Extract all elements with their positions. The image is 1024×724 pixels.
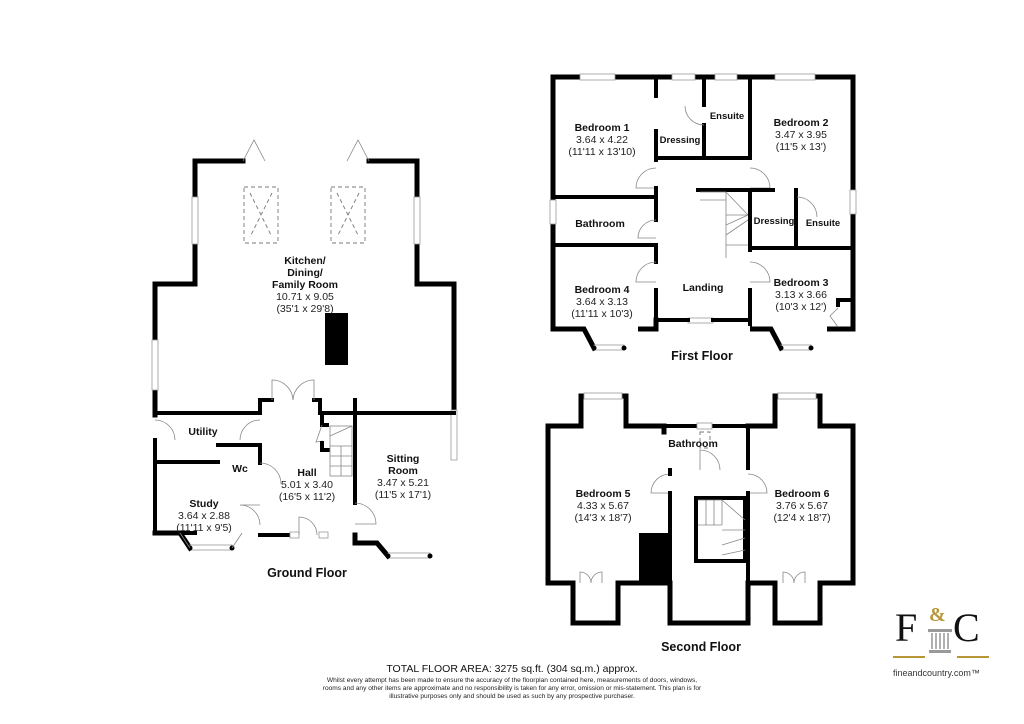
room-name: Bedroom 5 (575, 488, 631, 500)
room-label-bathroom-second: Bathroom (668, 438, 718, 450)
floor-title-first: First Floor (671, 349, 733, 363)
room-dimensions-metric: 3.76 x 5.67 (776, 500, 828, 512)
room-dimensions-metric: 10.71 x 9.05 (276, 291, 334, 303)
room-label-bedroom-3: Bedroom 3 3.13 x 3.66 (10'3 x 12') (774, 277, 829, 313)
room-label-sitting-room: Sitting Room 3.47 x 5.21 (11'5 x 17'1) (375, 453, 431, 501)
room-label-ensuite-2: Ensuite (806, 218, 840, 230)
logo-gold-rule-left (893, 656, 925, 658)
room-dimensions-imperial: (11'11 x 10'3) (571, 308, 633, 320)
room-dimensions-imperial: (10'3 x 12') (775, 301, 827, 313)
room-name: Ensuite (709, 111, 745, 122)
room-dimensions-imperial: (11'5 x 13') (775, 141, 827, 153)
room-name: Dressing (753, 216, 795, 227)
room-name: Bedroom 4 (574, 284, 630, 296)
second-floor-plan (545, 392, 856, 626)
logo-gold-rule-right (957, 656, 989, 658)
room-name: Dining/ (287, 267, 323, 279)
room-label-bathroom-first: Bathroom (575, 218, 625, 230)
room-name: Study (189, 498, 219, 510)
room-name: Bedroom 3 (773, 277, 829, 289)
room-name: Room (388, 465, 418, 477)
room-name: Bedroom 6 (774, 488, 830, 500)
room-name: Wc (232, 463, 248, 475)
room-label-ensuite-1: Ensuite (710, 111, 744, 123)
room-dimensions-imperial: (14'3 x 18'7) (574, 512, 632, 524)
room-name: Ensuite (805, 218, 841, 229)
room-name: Bedroom 1 (574, 122, 630, 134)
room-dimensions-imperial: (35'1 x 29'8) (276, 303, 334, 315)
logo-letter-f: F (895, 605, 918, 650)
room-label-utility: Utility (188, 426, 217, 438)
room-dimensions-imperial: (12'4 x 18'7) (773, 512, 831, 524)
fine-and-country-logo: F & C fineandcountry.com™ (893, 604, 993, 686)
room-dimensions-metric: 3.47 x 5.21 (377, 477, 429, 489)
room-label-bedroom-6: Bedroom 6 3.76 x 5.67 (12'4 x 18'7) (773, 488, 830, 524)
room-name: Utility (188, 426, 218, 438)
room-name: Bedroom 2 (773, 117, 829, 129)
room-label-dressing-1: Dressing (660, 135, 701, 147)
room-dimensions-metric: 3.64 x 2.88 (178, 510, 230, 522)
room-dimensions-imperial: (11'11 x 9'5) (176, 522, 232, 534)
column-icon (928, 629, 952, 653)
room-name: Bathroom (668, 438, 718, 450)
room-label-dressing-2: Dressing (754, 216, 795, 228)
room-dimensions-metric: 3.64 x 3.13 (576, 296, 628, 308)
logo-ampersand: & (929, 604, 946, 626)
room-label-kitchen: Kitchen/ Dining/ Family Room 10.71 x 9.0… (272, 255, 338, 315)
total-floor-area: TOTAL FLOOR AREA: 3275 sq.ft. (304 sq.m.… (386, 663, 638, 675)
room-name: Kitchen/ (284, 255, 326, 267)
room-name: Landing (682, 282, 724, 294)
room-label-bedroom-5: Bedroom 5 4.33 x 5.67 (14'3 x 18'7) (574, 488, 631, 524)
floor-title-ground: Ground Floor (267, 566, 347, 580)
logo-letter-c: C (953, 605, 980, 650)
room-label-wc: Wc (232, 463, 248, 475)
room-dimensions-metric: 3.64 x 4.22 (576, 134, 628, 146)
logo-website: fineandcountry.com™ (893, 668, 980, 678)
room-label-bedroom-4: Bedroom 4 3.64 x 3.13 (11'11 x 10'3) (571, 284, 632, 320)
room-dimensions-metric: 5.01 x 3.40 (281, 479, 333, 491)
room-label-bedroom-1: Bedroom 1 3.64 x 4.22 (11'11 x 13'10) (568, 122, 635, 158)
room-label-study: Study 3.64 x 2.88 (11'11 x 9'5) (176, 498, 232, 534)
room-name: Family Room (272, 279, 338, 291)
room-name: Hall (297, 467, 317, 479)
room-dimensions-imperial: (16'5 x 11'2) (278, 491, 336, 503)
room-dimensions-metric: 4.33 x 5.67 (577, 500, 629, 512)
floor-title-second: Second Floor (661, 640, 741, 654)
room-dimensions-metric: 3.47 x 3.95 (775, 129, 827, 141)
disclaimer-text: Whilst every attempt has been made to en… (322, 677, 702, 700)
room-label-hall: Hall 5.01 x 3.40 (16'5 x 11'2) (279, 467, 335, 503)
room-name: Dressing (659, 135, 701, 146)
room-name: Bathroom (575, 218, 625, 230)
room-dimensions-imperial: (11'11 x 13'10) (568, 146, 636, 158)
room-dimensions-metric: 3.13 x 3.66 (775, 289, 827, 301)
room-name: Sitting (386, 453, 420, 465)
room-label-bedroom-2: Bedroom 2 3.47 x 3.95 (11'5 x 13') (774, 117, 829, 153)
ground-floor-plan (151, 139, 458, 560)
room-label-landing: Landing (683, 282, 724, 294)
first-floor-plan (549, 73, 857, 352)
room-dimensions-imperial: (11'5 x 17'1) (374, 489, 432, 501)
